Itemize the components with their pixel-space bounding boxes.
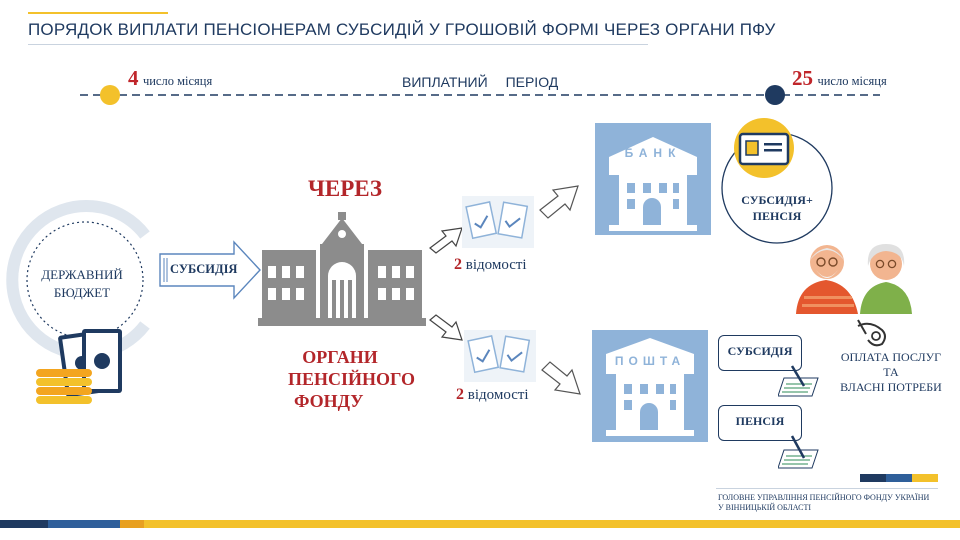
subsidy-arrow-label: СУБСИДІЯ xyxy=(170,262,238,276)
post-pension-doc-icon xyxy=(778,435,819,469)
bank-result-line1: СУБСИДІЯ+ xyxy=(741,193,813,207)
arrow-to-top-docs xyxy=(429,227,463,254)
bank-result-line2: ПЕНСІЯ xyxy=(752,209,802,223)
bank-result-label: СУБСИДІЯ+ ПЕНСІЯ xyxy=(720,192,834,224)
footer-accent-right xyxy=(860,474,938,482)
state-budget-label: ДЕРЖАВНИЙ БЮДЖЕТ xyxy=(22,266,142,302)
pfu-line3: ФОНДУ xyxy=(294,391,364,411)
arrow-to-post xyxy=(541,361,581,395)
start-day: 4 xyxy=(128,66,139,90)
footer-line1: ГОЛОВНЕ УПРАВЛІННЯ ПЕНСІЙНОГО ФОНДУ УКРА… xyxy=(718,493,930,502)
statements-bottom-icon xyxy=(464,330,536,382)
bank-building-icon xyxy=(609,137,697,231)
timeline-end: 25 число місяця xyxy=(792,66,887,91)
money-stack-icon xyxy=(36,329,122,404)
timeline-start: 4 число місяця xyxy=(128,66,212,91)
payment-line2: ТА xyxy=(883,365,899,379)
statements-bottom-label: 2 відомості xyxy=(456,386,529,404)
through-label: ЧЕРЕЗ xyxy=(308,176,383,201)
bank-sign: БАНК xyxy=(624,146,682,160)
statements-bottom-text: відомості xyxy=(467,387,529,403)
top-gold-line xyxy=(28,12,168,14)
state-budget-line1: ДЕРЖАВНИЙ xyxy=(41,267,123,282)
pfu-line1: ОРГАНИ xyxy=(302,347,378,367)
state-budget-line2: БЮДЖЕТ xyxy=(53,285,111,300)
hand-payment-icon xyxy=(857,319,886,347)
footer-org-label: ГОЛОВНЕ УПРАВЛІННЯ ПЕНСІЙНОГО ФОНДУ УКРА… xyxy=(718,493,958,513)
bank-result-circle xyxy=(721,118,833,244)
payment-label: ОПЛАТА ПОСЛУГ ТА ВЛАСНІ ПОТРЕБИ xyxy=(826,350,956,395)
statements-top-icon xyxy=(462,196,534,248)
footer-divider xyxy=(716,488,938,489)
page-title: ПОРЯДОК ВИПЛАТИ ПЕНСІОНЕРАМ СУБСИДІЙ У Г… xyxy=(28,20,776,39)
payment-period-label: ВИПЛАТНИЙ ПЕРІОД xyxy=(402,74,559,90)
bottom-color-bar xyxy=(0,520,960,528)
timeline-line xyxy=(80,94,880,96)
pensioners-icon xyxy=(796,244,912,314)
statements-bottom-count: 2 xyxy=(456,386,464,403)
payment-line3: ВЛАСНІ ПОТРЕБИ xyxy=(840,380,942,394)
timeline-start-dot xyxy=(100,85,120,105)
arrow-to-bank xyxy=(539,185,579,219)
pfu-label: ОРГАНИ ПЕНСІЙНОГО ФОНДУ xyxy=(288,346,416,412)
statements-top-label: 2 відомості xyxy=(454,256,527,274)
statements-top-text: відомості xyxy=(465,257,527,273)
end-day-label: число місяця xyxy=(817,74,887,88)
post-subsidy-doc-icon xyxy=(778,365,819,397)
start-day-label: число місяця xyxy=(142,74,213,88)
post-pension-box: ПЕНСІЯ xyxy=(718,405,802,441)
statements-top-count: 2 xyxy=(454,256,462,273)
post-subsidy-box: СУБСИДІЯ xyxy=(718,335,802,371)
subsidy-arrow xyxy=(159,240,261,300)
timeline-end-dot xyxy=(765,85,785,105)
arrow-to-bottom-docs xyxy=(429,314,463,341)
end-day: 25 xyxy=(792,66,813,90)
pfu-line2: ПЕНСІЙНОГО xyxy=(288,369,416,389)
post-sign: ПОШТА xyxy=(614,354,686,368)
post-building-icon xyxy=(606,338,694,436)
footer-line2: У ВІННИЦЬКІЙ ОБЛАСТІ xyxy=(718,503,812,512)
title-underline xyxy=(28,44,648,45)
payment-line1: ОПЛАТА ПОСЛУГ xyxy=(840,350,942,364)
pfu-building-icon xyxy=(258,212,426,326)
